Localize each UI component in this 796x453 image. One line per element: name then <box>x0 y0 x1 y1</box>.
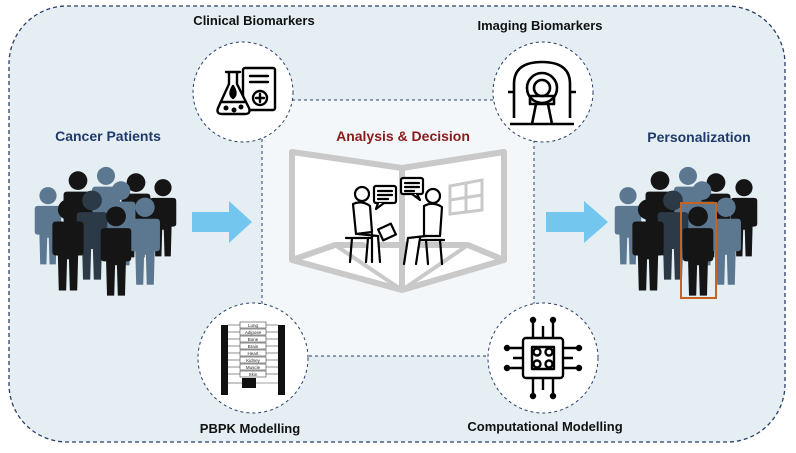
pbpk-diagram: LungAdiposeBoneBrainHeartKidneyMuscleSki… <box>221 321 285 395</box>
lab-report-icon <box>216 66 277 116</box>
pbpk-compartment-label: Heart <box>247 351 259 356</box>
consultation-illustration <box>289 149 507 293</box>
imaging-biomarkers-circle <box>492 41 594 143</box>
pbpk-compartment-label: Skin <box>249 372 258 377</box>
processor-chip-icon <box>503 316 583 400</box>
pbpk-compartment-label: Kidney <box>246 358 261 363</box>
pbpk-modelling-label: PBPK Modelling <box>199 421 301 436</box>
computational-modelling-label: Computational Modelling <box>467 419 623 434</box>
personalization-label: Personalization <box>647 129 751 145</box>
pbpk-compartment-label: Lung <box>248 323 259 328</box>
cancer-patients-label: Cancer Patients <box>55 128 161 144</box>
pbpk-compartment-label: Bone <box>248 337 259 342</box>
mri-scanner-icon <box>508 60 576 126</box>
selected-patient-box <box>680 202 717 299</box>
window-icon <box>448 178 484 216</box>
pbpk-compartment-label: Adipose <box>245 330 262 335</box>
imaging-biomarkers-label: Imaging Biomarkers <box>477 18 603 33</box>
computational-modelling-circle <box>487 302 599 414</box>
pbpk-compartment-label: Brain <box>248 344 259 349</box>
pbpk-compartment-label: Muscle <box>246 365 261 370</box>
clinical-biomarkers-label: Clinical Biomarkers <box>193 13 315 28</box>
left-arrow <box>192 201 252 243</box>
right-arrow <box>546 201 608 243</box>
people-talking-icon <box>344 176 446 266</box>
analysis-decision-label: Analysis & Decision <box>336 128 470 144</box>
